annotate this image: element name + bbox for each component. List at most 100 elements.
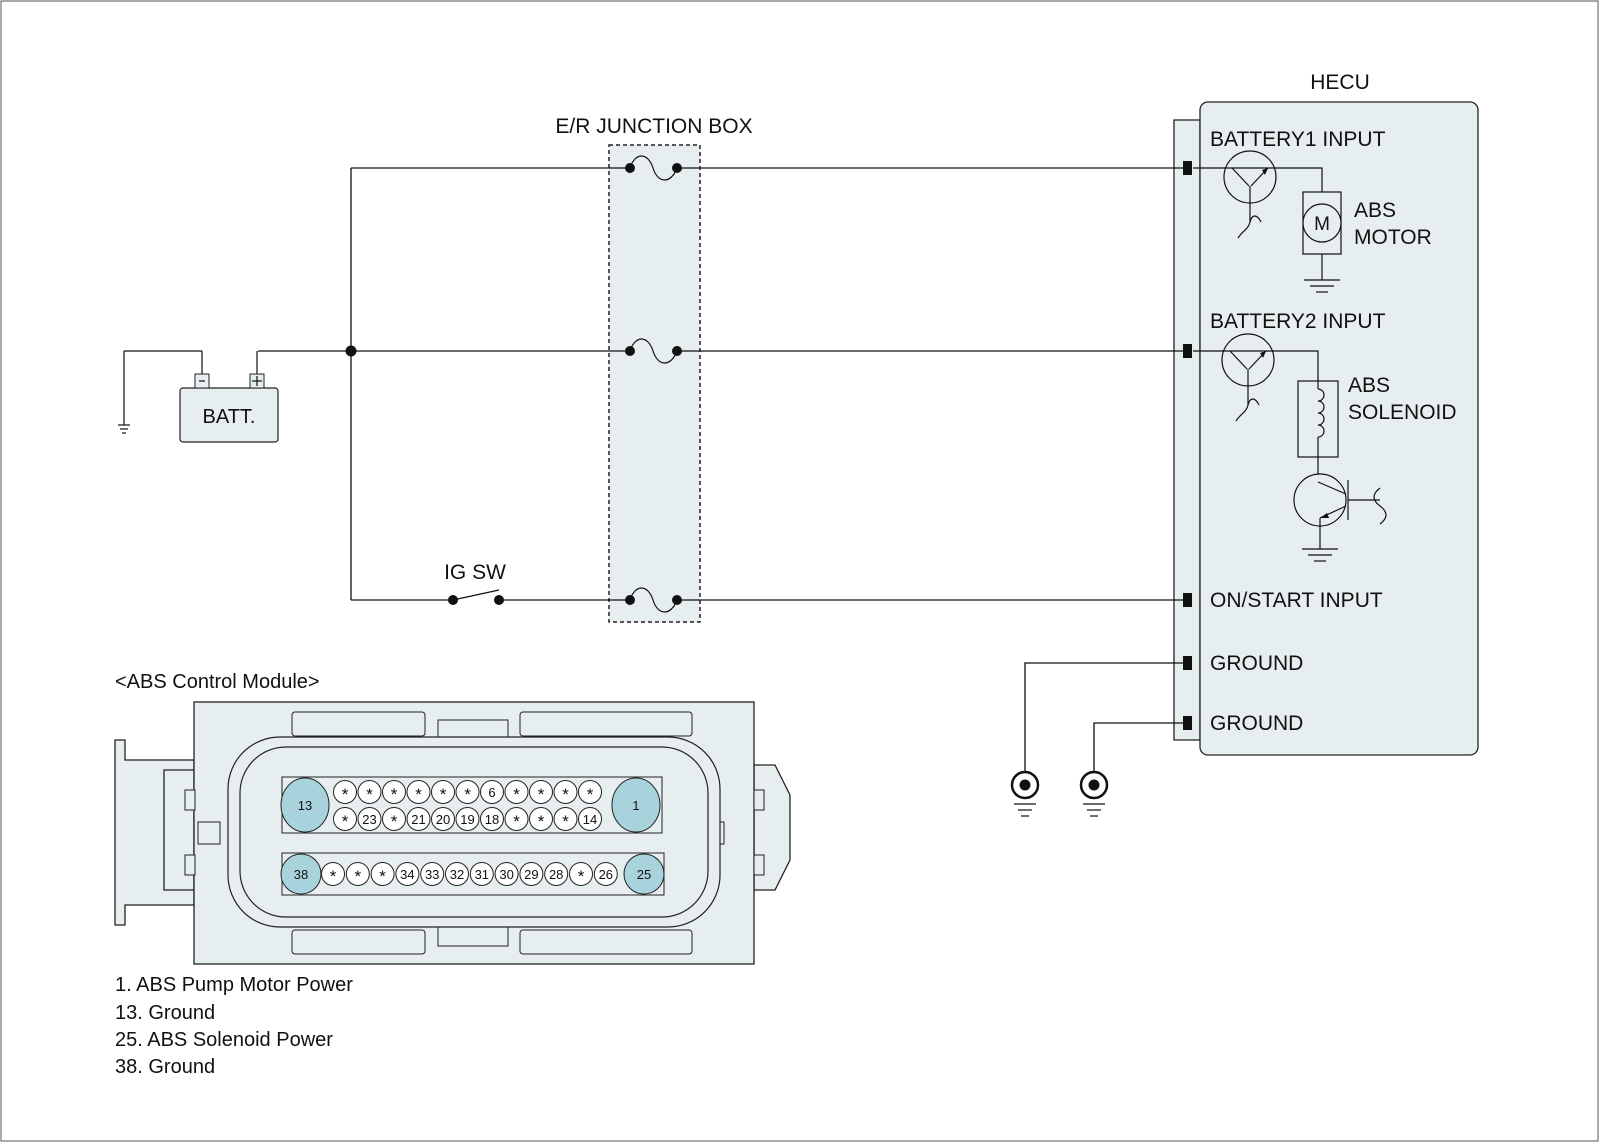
connector-pin: [406, 780, 431, 804]
connector-pin-label: 34: [400, 867, 414, 882]
abs-motor-label-1: ABS: [1354, 199, 1396, 222]
terminal-ground2: [1183, 716, 1192, 730]
connector-pin: [553, 780, 578, 804]
connector-pin: [370, 862, 395, 886]
connector-pin-label: *: [538, 812, 545, 831]
connector-main-pin-label: 13: [298, 798, 312, 813]
connector-pin: [519, 862, 544, 886]
connector-main-pin: [280, 777, 330, 833]
terminal-on-start: [1183, 593, 1192, 607]
connector-pin: [578, 807, 602, 831]
wire-ground2: [1093, 722, 1186, 772]
connector-pin-label: 26: [599, 867, 613, 882]
connector-pin-label: 18: [485, 812, 499, 827]
connector-pin: [445, 862, 469, 886]
wire-ground1: [1024, 662, 1186, 772]
connector-pin-label: *: [578, 867, 585, 886]
abs-solenoid-icon: [1276, 350, 1339, 482]
connector-pin-label: 6: [488, 785, 495, 800]
fuse-3-icon: [625, 587, 682, 613]
connector-pin: [553, 807, 578, 831]
connector-pin: [345, 862, 370, 886]
hecu-connector-strip: [1173, 119, 1201, 741]
connector-pin: [382, 807, 406, 831]
connector-pin-label: 21: [411, 812, 425, 827]
legend-item-1: 1. ABS Pump Motor Power: [115, 974, 353, 996]
connector-pin-label: 14: [583, 812, 597, 827]
battery1-input-label: BATTERY1 INPUT: [1210, 128, 1386, 151]
connector-pin-label: *: [391, 785, 398, 804]
connector-pin: [544, 862, 569, 886]
ig-switch-icon: [448, 589, 504, 605]
connector-pin: [529, 807, 553, 831]
connector-main-pin: [623, 853, 665, 895]
legend-item-2: 13. Ground: [115, 1002, 215, 1024]
connector-pin: [480, 807, 504, 831]
connector-pin: [494, 862, 519, 886]
connector-pin: [455, 807, 480, 831]
fuse-1-icon: [625, 155, 682, 181]
ground-2-icon: [1079, 770, 1109, 817]
battery-icon: [118, 350, 279, 443]
on-start-input-label: ON/START INPUT: [1210, 589, 1383, 612]
connector-pin: [357, 807, 382, 831]
terminal-battery2: [1183, 344, 1192, 358]
connector-main-pin-label: 38: [294, 867, 308, 882]
connector-pin-label: *: [538, 785, 545, 804]
connector-pin-label: 30: [499, 867, 513, 882]
connector-pin: [569, 862, 593, 886]
hecu-module: [1199, 101, 1479, 756]
connector-pin: [578, 780, 602, 804]
connector-pin-label: *: [330, 867, 337, 886]
motor-symbol-text: M: [1314, 214, 1330, 235]
connector-pin: [529, 780, 553, 804]
connector-pin-label: 33: [425, 867, 439, 882]
ig-switch-label: IG SW: [444, 561, 506, 584]
connector-pin: [469, 862, 494, 886]
transistor-1-icon: [1193, 150, 1277, 239]
bus-junction-dot: [345, 345, 357, 357]
connector-pin: [431, 807, 455, 831]
connector-pin-label: 20: [436, 812, 450, 827]
fuse-2-icon: [625, 338, 682, 364]
connector-pin: [333, 780, 357, 804]
transistor-2-icon: [1193, 333, 1276, 422]
connector-pin-label: 29: [524, 867, 538, 882]
connector-pin-label: 31: [475, 867, 489, 882]
battery-label: BATT.: [203, 406, 256, 428]
connector-pin: [504, 780, 529, 804]
battery2-input-label: BATTERY2 INPUT: [1210, 310, 1386, 333]
connector-pin-label: *: [354, 867, 361, 886]
junction-box-title: E/R JUNCTION BOX: [555, 115, 752, 138]
legend-item-4: 38. Ground: [115, 1056, 215, 1078]
ground-1-icon: [1010, 770, 1040, 817]
terminal-ground1: [1183, 656, 1192, 670]
connector-pin-label: *: [415, 785, 422, 804]
connector-pin: [431, 780, 455, 804]
connector-title: <ABS Control Module>: [115, 671, 320, 693]
connector-pin-label: *: [587, 785, 594, 804]
connector-pin-label: *: [562, 785, 569, 804]
connector-pin: [357, 780, 382, 804]
legend-item-3: 25. ABS Solenoid Power: [115, 1029, 333, 1051]
hecu-title: HECU: [1310, 71, 1370, 94]
terminal-battery1: [1183, 161, 1192, 175]
junction-box: [608, 144, 701, 623]
ground2-label: GROUND: [1210, 712, 1303, 735]
abs-solenoid-label-1: ABS: [1348, 374, 1390, 397]
transistor-3-icon: [1293, 473, 1387, 562]
connector-pin-label: *: [366, 785, 373, 804]
connector-pin-label: 28: [549, 867, 563, 882]
connector-pin: [333, 807, 357, 831]
connector-pin-label: *: [440, 785, 447, 804]
abs-motor-icon: M: [1276, 167, 1342, 293]
connector-pin: [455, 780, 480, 804]
connector-pin-label: *: [342, 785, 349, 804]
connector-pin: [382, 780, 406, 804]
connector-pin-label: 32: [450, 867, 464, 882]
connector-pin-label: *: [562, 812, 569, 831]
ground1-label: GROUND: [1210, 652, 1303, 675]
connector-pin: [406, 807, 431, 831]
